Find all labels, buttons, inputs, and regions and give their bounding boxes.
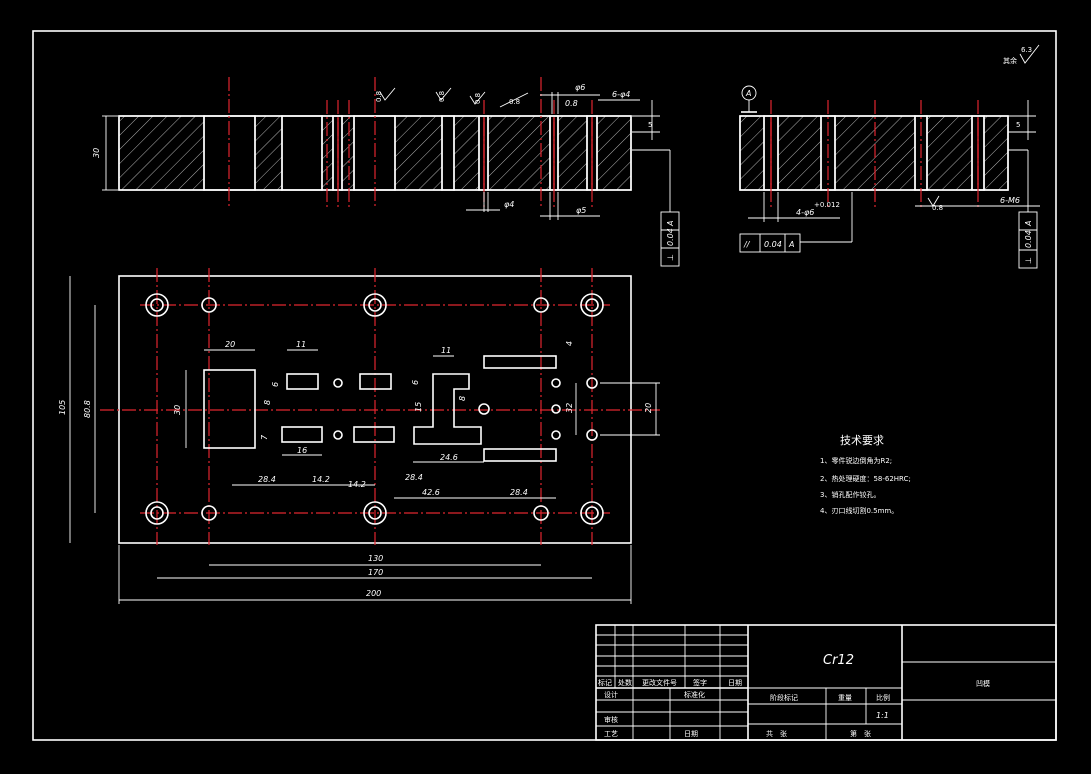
tb-design: 设计: [604, 690, 618, 699]
dim-170: 170: [368, 568, 383, 577]
tb-scale: 1:1: [876, 711, 889, 720]
tol-perp-datum: A: [1024, 221, 1033, 227]
dim: 11: [296, 340, 306, 349]
dim-808: 80.8: [83, 400, 92, 418]
roughness-mark: 0.8: [509, 98, 520, 106]
roughness-side: 0.8: [932, 204, 943, 212]
dim-fit: +0.012: [814, 201, 840, 209]
dim: 20: [225, 340, 235, 349]
dim: 15: [414, 402, 423, 412]
dim-depth-side: 5: [1016, 121, 1020, 129]
dim: 16: [297, 446, 307, 455]
roughness-mark: 0.8: [375, 91, 383, 102]
roughness-mark: 0.8: [438, 91, 446, 102]
tb-sheets: 共 张: [766, 729, 787, 738]
tol-parallel-datum: A: [788, 240, 794, 249]
dim-height: 30: [92, 148, 101, 158]
roughness-mark: 0.8: [474, 93, 482, 104]
tech-item-3: 3、销孔配作铰孔。: [820, 490, 880, 499]
tb-mark: 标记: [598, 678, 612, 687]
side-section-view: A 5 4-φ6 +0.012 0.8 6-M6 // 0.04 A ⊥ 0.0: [739, 85, 1040, 269]
tb-sheet-no: 第 张: [850, 729, 871, 738]
dim-130: 130: [368, 554, 383, 563]
dim: 30: [173, 405, 182, 415]
tb-date2: 日期: [684, 730, 698, 738]
tol-perp-symbol: ⊥: [1024, 257, 1033, 264]
tb-ratio: 比例: [876, 693, 890, 702]
tb-stage: 阶段标记: [770, 693, 798, 702]
tech-item-4: 4、刃口线切割0.5mm。: [820, 506, 898, 515]
dim-depth: 5: [648, 121, 652, 129]
tb-standard: 标准化: [684, 690, 705, 699]
dim-105: 105: [58, 400, 67, 415]
tb-file: 更改文件号: [642, 678, 677, 687]
dim-phi5: φ5: [576, 206, 586, 215]
dim: 28.4: [258, 475, 276, 484]
dim-200: 200: [366, 589, 381, 598]
tol-datum: A: [666, 221, 675, 227]
tol-perp-value: 0.04: [1024, 230, 1033, 248]
sheet-border: [32, 30, 1057, 741]
dim: 28.4: [510, 488, 528, 497]
dim: 7: [260, 434, 269, 440]
tb-count: 处数: [618, 678, 632, 687]
tech-title: 技术要求: [840, 434, 884, 447]
roughness-general: 其余 6.3: [1003, 44, 1040, 65]
roughness-value: 6.3: [1021, 46, 1032, 54]
tb-process: 工艺: [604, 730, 618, 738]
front-section-view: 30 0.8 0.8 0.8 0.8 φ6 0.8 6-φ4 5 φ4 φ5: [92, 77, 680, 267]
tech-item-2: 2、热处理硬度：58-62HRC;: [820, 474, 911, 483]
tb-sign: 签字: [693, 678, 707, 687]
datum-a: A: [745, 89, 751, 98]
dim: 6: [411, 380, 420, 385]
dim: 8: [263, 400, 272, 405]
dim-phi4: φ4: [504, 200, 514, 209]
dim-6m6: 6-M6: [1000, 196, 1020, 205]
tol-value: 0.04: [666, 228, 675, 246]
dim: 14.2: [312, 475, 330, 484]
dim: 11: [441, 346, 451, 355]
dim: 42.6: [422, 488, 440, 497]
tb-weight: 重量: [838, 694, 852, 702]
title-block: 标记 处数 更改文件号 签字 日期 设计 标准化 审核 工艺 日期 阶段标记 重…: [595, 624, 1057, 741]
plan-view: 20 11 11 30 6 8 7 6 15 8 4 16 32 20 24.6…: [58, 268, 660, 604]
dim: 32: [565, 403, 574, 413]
dim: 4: [565, 341, 574, 346]
dim: 14.2: [348, 480, 366, 489]
dim-4phi6: 4-φ6: [796, 208, 814, 217]
tb-part-name: 凹模: [976, 679, 990, 688]
dim: 6: [271, 382, 280, 387]
tb-date: 日期: [728, 679, 742, 687]
tol-parallel-symbol: //: [743, 240, 751, 249]
dim-holes6: 6-φ4: [612, 90, 630, 99]
tech-item-1: 1、零件锐边倒角为R2;: [820, 456, 892, 465]
tol-symbol: ⊥: [666, 254, 675, 261]
tb-material: Cr12: [823, 653, 854, 668]
dim: 24.6: [440, 453, 458, 462]
dim: 28.4: [405, 473, 423, 482]
dim: 20: [644, 403, 653, 413]
technical-requirements: 技术要求 1、零件锐边倒角为R2; 2、热处理硬度：58-62HRC; 3、销孔…: [820, 434, 911, 515]
roughness-label: 其余: [1003, 56, 1017, 65]
tol-parallel-value: 0.04: [764, 240, 782, 249]
tb-review: 审核: [604, 715, 618, 724]
dim-small: 0.8: [565, 99, 578, 108]
dim: 8: [458, 396, 467, 401]
dim-phi6: φ6: [575, 83, 585, 92]
